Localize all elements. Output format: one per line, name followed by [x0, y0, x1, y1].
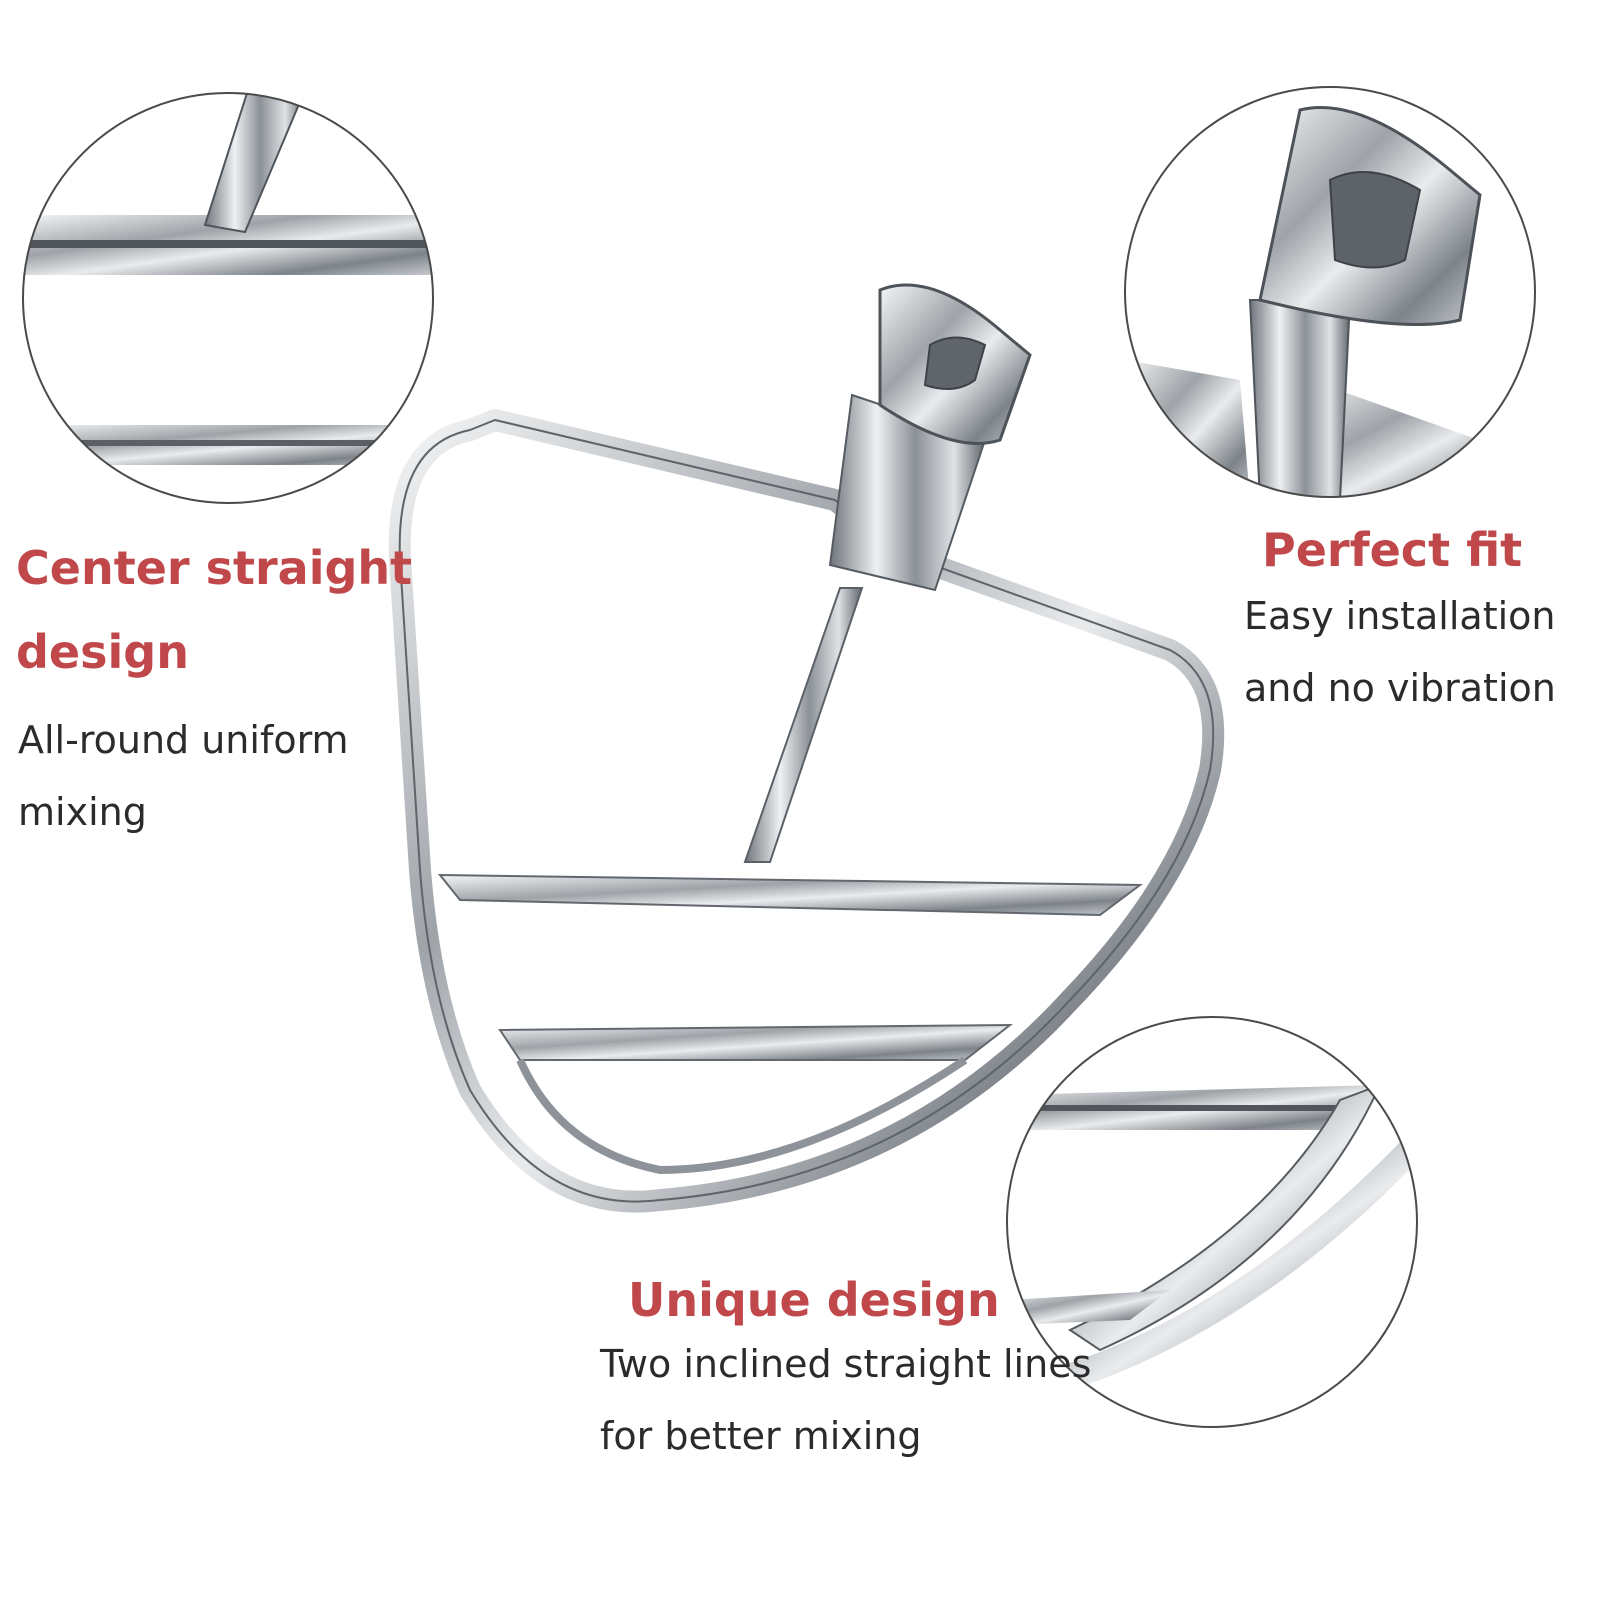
zoom-circle-center-straight [22, 92, 434, 504]
zoom-circle-perfect-fit [1124, 86, 1536, 498]
feature-text-center-straight: All-round uniform mixing [18, 718, 349, 834]
upper-crossbar [437, 873, 1143, 917]
feature-text-perfect-fit: Easy installation and no vibration [1244, 594, 1556, 710]
feature-text-unique-design: Two inclined straight lines for better m… [600, 1342, 1092, 1458]
zoom-circle-unique-design [1006, 1016, 1418, 1428]
feature-heading-center-straight: Center straight design [16, 541, 413, 679]
feature-heading-unique-design: Unique design [628, 1273, 1000, 1327]
center-spine [743, 587, 864, 863]
feature-heading-perfect-fit: Perfect fit [1262, 523, 1523, 577]
lower-crossbar [498, 1023, 1013, 1061]
flat-beater [388, 283, 1225, 1213]
